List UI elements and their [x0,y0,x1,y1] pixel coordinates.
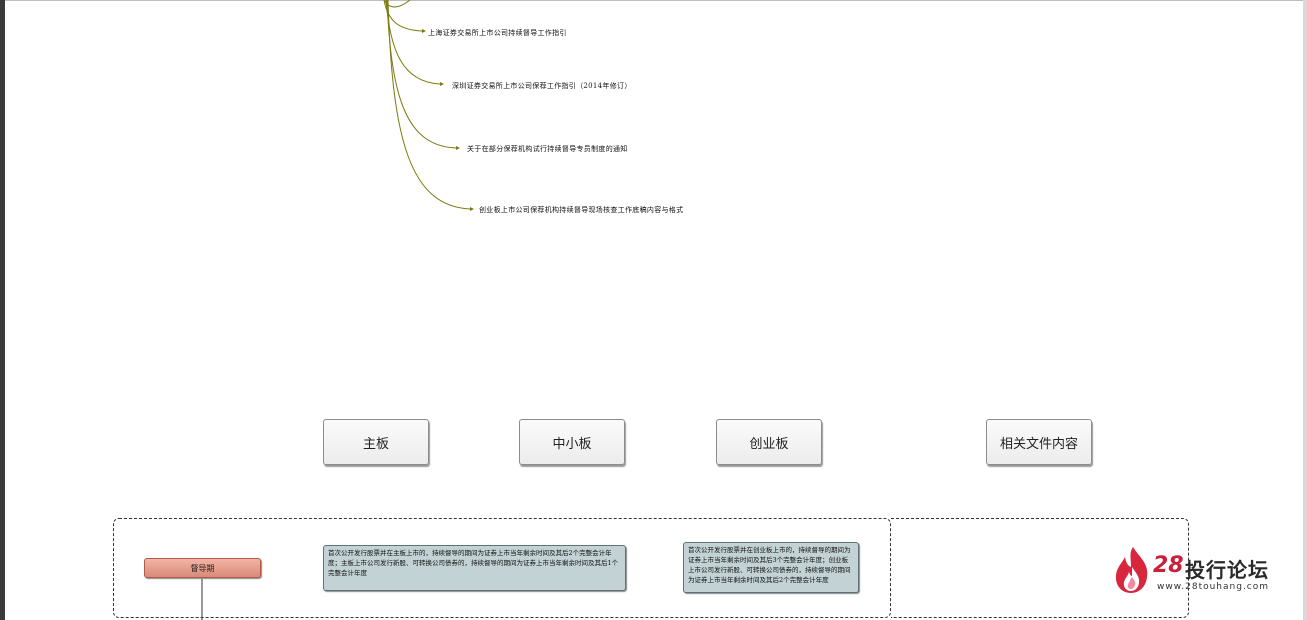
forum-watermark: 28 投行论坛 www.28touhang.com [1113,545,1283,595]
watermark-name: 投行论坛 [1185,558,1269,582]
connector-branch-3 [386,0,457,149]
connector-branch-4 [387,0,471,210]
supervision-period-node: 督导期 [144,558,261,578]
gem-board-period-note: 首次公开发行股票并在创业板上市的，持续督导的期间为证券上市当年剩余时间及其后3个… [683,542,859,593]
page-edge-right [1303,0,1307,620]
sme-board-node: 中小板 [519,419,625,465]
period-section-frame [113,518,891,618]
branch-label-sse-guideline: 上海证券交易所上市公司持续督导工作指引 [428,29,567,37]
docs-section-frame [891,518,1189,618]
watermark-number: 28 [1153,553,1184,578]
flame-logo-icon [1115,547,1148,593]
main-board-node: 主板 [323,419,429,465]
branch-label-specialist-notice: 关于在部分保荐机构试行持续督导专员制度的通知 [467,145,628,153]
connector-branch-1 [383,0,423,32]
branch-label-szse-guideline: 深圳证券交易所上市公司保荐工作指引（2014年修订） [452,82,632,90]
gem-board-node: 创业板 [716,419,822,465]
main-board-period-note: 首次公开发行股票并在主板上市的，持续督导的期间为证券上市当年剩余时间及其后2个完… [323,545,626,591]
watermark-url: www.28touhang.com [1157,582,1270,592]
connector-top [383,0,411,8]
related-docs-node: 相关文件内容 [986,419,1092,465]
page-edge-top [5,0,1303,1]
page-edge [0,0,5,620]
branch-label-gem-format: 创业板上市公司保荐机构持续督导现场核查工作底稿内容与格式 [479,206,684,214]
